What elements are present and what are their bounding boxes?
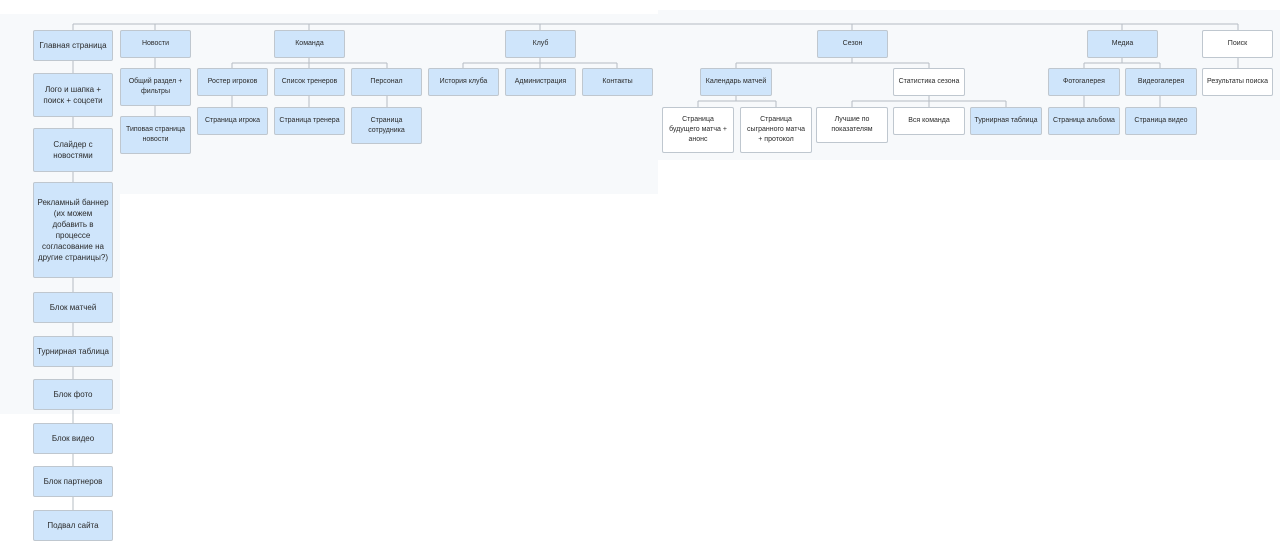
node-season-stats[interactable]: Статистика сезона — [893, 68, 965, 96]
node-ad-banner[interactable]: Рекламный баннер (их можем добавить в пр… — [33, 182, 113, 278]
node-video-block[interactable]: Блок видео — [33, 423, 113, 454]
node-footer[interactable]: Подвал сайта — [33, 510, 113, 541]
node-logo-header[interactable]: Лого и шапка + поиск + соцсети — [33, 73, 113, 117]
node-standings-block[interactable]: Турнирная таблица — [33, 336, 113, 367]
node-search-results[interactable]: Результаты поиска — [1202, 68, 1273, 96]
node-club[interactable]: Клуб — [505, 30, 576, 58]
node-player-roster[interactable]: Ростер игроков — [197, 68, 268, 96]
connector-line — [1083, 96, 1161, 107]
node-top-performers[interactable]: Лучшие по показателям — [816, 107, 888, 143]
connector-line — [462, 58, 618, 68]
node-home-page[interactable]: Главная страница — [33, 30, 113, 61]
node-partners-block[interactable]: Блок партнеров — [33, 466, 113, 497]
node-coach-page[interactable]: Страница тренера — [274, 107, 345, 135]
node-player-page[interactable]: Страница игрока — [197, 107, 268, 135]
node-news-slider[interactable]: Слайдер с новостями — [33, 128, 113, 172]
connector-line — [231, 58, 388, 68]
node-album-page[interactable]: Страница альбома — [1048, 107, 1120, 135]
node-club-history[interactable]: История клуба — [428, 68, 499, 96]
node-played-match-page[interactable]: Страница сыгранного матча + протокол — [740, 107, 812, 153]
node-search[interactable]: Поиск — [1202, 30, 1273, 58]
connector-line — [735, 58, 930, 68]
node-administration[interactable]: Администрация — [505, 68, 576, 96]
node-team[interactable]: Команда — [274, 30, 345, 58]
node-season[interactable]: Сезон — [817, 30, 888, 58]
node-photo-block[interactable]: Блок фото — [33, 379, 113, 410]
node-news-article[interactable]: Типовая страница новости — [120, 116, 191, 154]
node-matches-block[interactable]: Блок матчей — [33, 292, 113, 323]
node-video-page[interactable]: Страница видео — [1125, 107, 1197, 135]
connector-line — [851, 96, 1007, 107]
connector-line — [697, 96, 777, 107]
node-staff[interactable]: Персонал — [351, 68, 422, 96]
node-staff-page[interactable]: Страница сотрудника — [351, 107, 422, 144]
node-whole-team[interactable]: Вся команда — [893, 107, 965, 135]
node-coaches-list[interactable]: Список тренеров — [274, 68, 345, 96]
node-news-list[interactable]: Общий раздел + фильтры — [120, 68, 191, 106]
node-match-calendar[interactable]: Календарь матчей — [700, 68, 772, 96]
node-media[interactable]: Медиа — [1087, 30, 1158, 58]
node-season-standings[interactable]: Турнирная таблица — [970, 107, 1042, 135]
connector-line — [231, 96, 388, 107]
node-photo-gallery[interactable]: Фотогалерея — [1048, 68, 1120, 96]
node-upcoming-match-page[interactable]: Страница будущего матча + анонс — [662, 107, 734, 153]
connector-line — [1083, 58, 1161, 68]
node-contacts[interactable]: Контакты — [582, 68, 653, 96]
node-video-gallery[interactable]: Видеогалерея — [1125, 68, 1197, 96]
node-news[interactable]: Новости — [120, 30, 191, 58]
